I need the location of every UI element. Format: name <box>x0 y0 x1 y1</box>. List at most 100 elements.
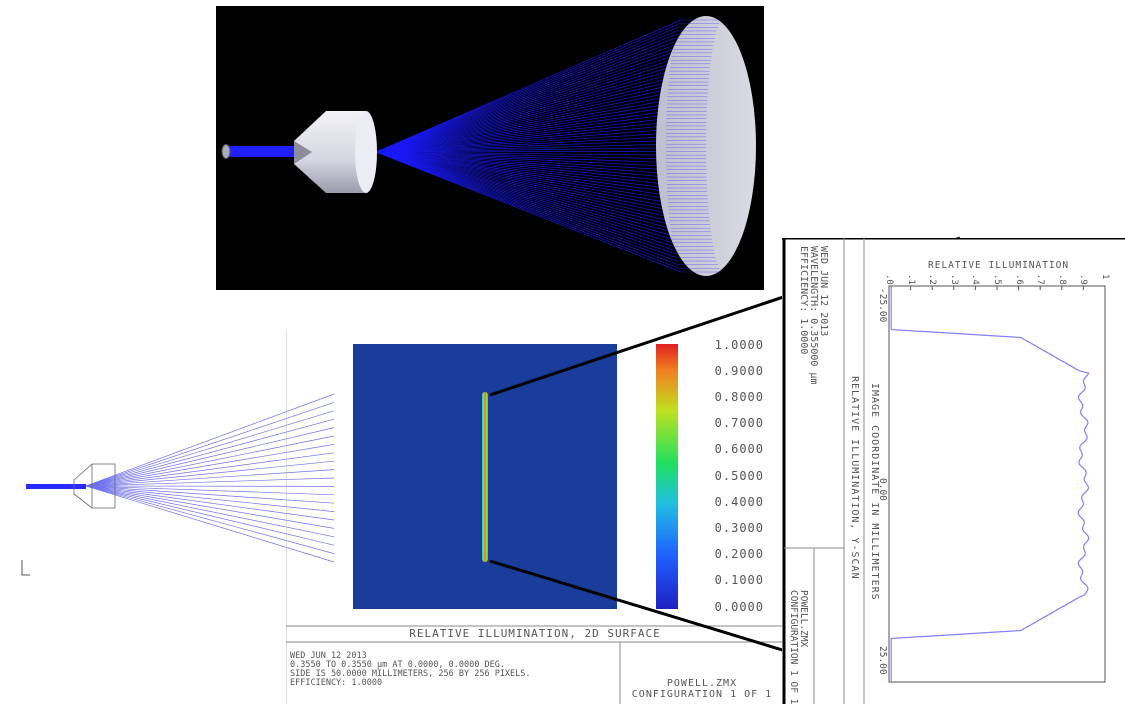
ray-3d <box>375 48 673 153</box>
scan-title: RELATIVE ILLUMINATION, Y-SCAN <box>849 376 860 580</box>
ray-2d <box>85 460 335 487</box>
ray-fan-2d <box>85 393 335 563</box>
scan-value-axis-label: RELATIVE ILLUMINATION <box>928 260 1070 271</box>
ray-2d <box>85 485 335 496</box>
ray-3d <box>375 107 667 153</box>
ray-3d <box>375 34 676 153</box>
illumination-line <box>482 392 488 562</box>
ray-3d <box>375 151 667 153</box>
ray-3d <box>375 151 668 189</box>
ray-3d <box>375 151 667 185</box>
scan-value-tick-label: .0 <box>884 274 894 285</box>
ray-3d <box>375 89 669 153</box>
illumination-2d-config-block: POWELL.ZMX CONFIGURATION 1 OF 1 <box>620 678 784 700</box>
ray-3d <box>375 56 672 153</box>
ray-2d <box>85 418 335 487</box>
ray-3d <box>375 26 678 153</box>
ray-3d <box>375 151 669 214</box>
2d-layout-plot <box>8 382 348 587</box>
input-beam-2d <box>26 484 86 489</box>
scan-coord-tick: 25.00 <box>877 646 888 675</box>
lens-exit-face <box>355 111 377 193</box>
ray-2d <box>85 485 335 563</box>
ray-2d <box>85 444 335 487</box>
scan-value-tick-label: .8 <box>1056 274 1067 285</box>
scan-header: WED JUN 12 2013 WAVELENGTH: 0.355000 µm … <box>798 246 829 385</box>
ray-2d <box>85 452 335 487</box>
y-scan-panel: WED JUN 12 2013 WAVELENGTH: 0.355000 µm … <box>782 238 1125 704</box>
powell-lens-3d <box>294 111 366 193</box>
ray-3d <box>375 151 670 222</box>
ray-3d <box>375 118 667 153</box>
ray-3d <box>375 151 672 233</box>
ray-2d <box>85 435 335 487</box>
input-beam <box>226 146 294 157</box>
ray-3d <box>375 143 667 153</box>
ray-3d <box>375 81 669 153</box>
ray-3d <box>375 151 667 160</box>
colorbar-tick: 0.8000 <box>714 390 764 404</box>
colorbar-tick: 0.4000 <box>714 495 764 509</box>
ray-3d <box>375 41 675 153</box>
ray-3d <box>375 78 669 153</box>
ray-3d <box>375 151 667 171</box>
ray-3d <box>375 151 675 251</box>
ray-3d <box>375 151 670 218</box>
scan-wavelength: WAVELENGTH: 0.355000 µm <box>808 246 819 385</box>
scan-curve <box>890 286 1090 682</box>
ray-3d <box>375 132 667 153</box>
info-side: SIDE IS 50.0000 MILLIMETERS, 256 BY 256 … <box>290 669 531 679</box>
ray-3d <box>375 85 669 153</box>
ray-3d <box>375 151 668 200</box>
ray-3d <box>375 151 669 203</box>
ray-3d <box>375 151 667 163</box>
ray-3d <box>375 30 677 153</box>
ray-2d <box>85 485 335 504</box>
ray-3d <box>375 92 668 153</box>
3d-ray-trace-render <box>216 6 764 290</box>
ray-3d <box>375 151 682 273</box>
scan-value-tick-label: .4 <box>970 274 981 285</box>
file-name: POWELL.ZMX <box>666 678 738 689</box>
ray-3d <box>375 151 671 229</box>
scan-date: WED JUN 12 2013 <box>818 246 829 337</box>
colorbar-tick: 0.2000 <box>714 547 764 561</box>
ray-2d <box>85 427 335 487</box>
ray-3d <box>375 140 667 153</box>
3d-render-svg <box>221 16 756 276</box>
ray-3d <box>375 37 675 153</box>
detector-disk <box>656 16 756 276</box>
ray-fan-3d <box>375 19 682 273</box>
ray-3d <box>375 151 668 196</box>
scan-value-tick-label: .9 <box>1078 274 1089 285</box>
scan-value-tick-label: .3 <box>948 274 959 285</box>
ray-3d <box>375 151 673 244</box>
ray-3d <box>375 151 669 211</box>
2d-layout-svg <box>21 393 335 576</box>
ray-2d <box>85 485 335 538</box>
ray-3d <box>375 59 672 153</box>
ray-3d <box>375 151 672 236</box>
ray-3d <box>375 151 680 269</box>
ray-3d <box>375 100 668 153</box>
colorbar-tick: 0.7000 <box>714 416 764 430</box>
colorbar-tick: 0.6000 <box>714 442 764 456</box>
ray-3d <box>375 151 673 240</box>
ray-3d <box>375 151 671 225</box>
ray-2d <box>85 485 335 529</box>
colorbar-tick: 0.9000 <box>714 364 764 378</box>
scan-value-tick-label: .7 <box>1035 274 1046 285</box>
beam-end-cap <box>221 144 231 159</box>
ray-2d <box>85 393 335 487</box>
colorbar-tick: 0.1000 <box>714 573 764 587</box>
scan-value-tick-label: .5 <box>992 274 1002 285</box>
scan-value-tick-label: .1 <box>905 274 916 285</box>
colorbar-tick: 0.0000 <box>714 600 764 614</box>
ray-3d <box>375 151 667 182</box>
illumination-2d-title: RELATIVE ILLUMINATION, 2D SURFACE <box>409 627 661 640</box>
scan-config-block: POWELL.ZMX CONFIGURATION 1 OF 1 <box>788 590 809 704</box>
ray-2d <box>85 410 335 487</box>
ray-3d <box>375 96 668 153</box>
ray-2d <box>85 485 335 521</box>
ray-3d <box>375 125 667 153</box>
